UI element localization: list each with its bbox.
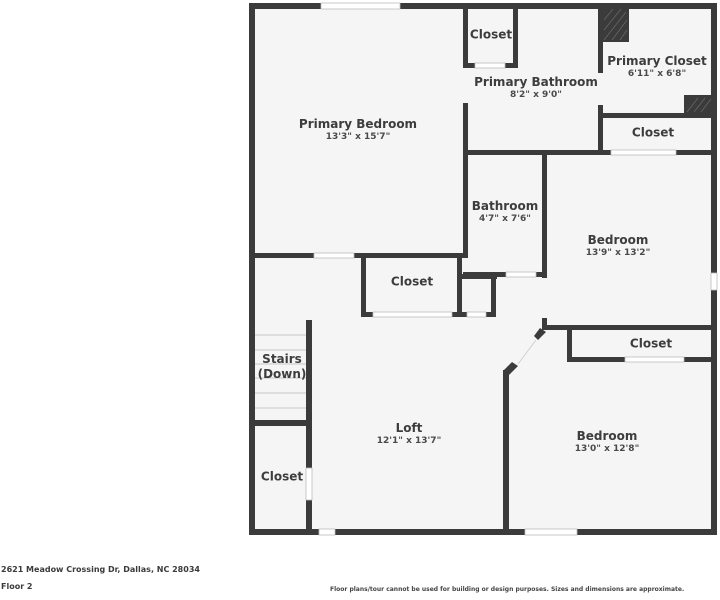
room-primary-bathroom: Primary Bathroom 8'2" x 9'0" bbox=[474, 75, 598, 101]
property-address: 2621 Meadow Crossing Dr, Dallas, NC 2803… bbox=[1, 565, 200, 574]
room-loft: Loft 12'1" x 13'7" bbox=[377, 421, 442, 447]
disclaimer: Floor plans/tour cannot be used for buil… bbox=[330, 586, 685, 593]
room-subtitle: (Down) bbox=[257, 367, 307, 381]
stairs-treads bbox=[255, 334, 308, 409]
floor-label: Floor 2 bbox=[1, 582, 33, 591]
room-name: Primary Bathroom bbox=[474, 74, 598, 89]
room-dimensions: 8'2" x 9'0" bbox=[509, 89, 562, 100]
room-stairs: Stairs (Down) bbox=[258, 352, 307, 382]
room-name: Closet bbox=[260, 469, 304, 484]
room-name: Primary Closet bbox=[607, 53, 707, 68]
room-primary-bedroom: Primary Bedroom 13'3" x 15'7" bbox=[299, 117, 417, 143]
room-name: Closet bbox=[469, 27, 513, 42]
room-name: Closet bbox=[631, 125, 675, 140]
room-name: Stairs bbox=[262, 352, 302, 366]
room-name: Loft bbox=[395, 420, 423, 435]
room-name: Bedroom bbox=[587, 232, 649, 247]
room-name: Closet bbox=[629, 336, 673, 351]
room-dimensions: 4'7" x 7'6" bbox=[478, 213, 531, 224]
room-primary-closet: Primary Closet 6'11" x 6'8" bbox=[607, 54, 707, 80]
room-name: Closet bbox=[390, 274, 434, 289]
room-dimensions: 13'9" x 13'2" bbox=[585, 247, 651, 258]
room-dimensions: 13'3" x 15'7" bbox=[325, 131, 391, 142]
walls bbox=[249, 3, 717, 535]
room-closet-right-upper: Closet bbox=[632, 126, 674, 141]
room-bedroom-upper: Bedroom 13'9" x 13'2" bbox=[586, 233, 651, 259]
room-closet-top: Closet bbox=[470, 28, 512, 43]
room-name: Primary Bedroom bbox=[298, 116, 418, 131]
room-closet-mid: Closet bbox=[391, 275, 433, 290]
room-bedroom-lower: Bedroom 13'0" x 12'8" bbox=[575, 429, 640, 455]
room-dimensions: 12'1" x 13'7" bbox=[376, 435, 442, 446]
windows bbox=[305, 2, 718, 536]
room-bathroom: Bathroom 4'7" x 7'6" bbox=[472, 199, 538, 225]
room-closet-right-lower: Closet bbox=[630, 337, 672, 352]
room-name: Bedroom bbox=[576, 428, 638, 443]
room-dimensions: 13'0" x 12'8" bbox=[574, 443, 640, 454]
room-dimensions: 6'11" x 6'8" bbox=[627, 68, 687, 79]
room-closet-left-bottom: Closet bbox=[261, 470, 303, 485]
room-name: Bathroom bbox=[471, 198, 539, 213]
